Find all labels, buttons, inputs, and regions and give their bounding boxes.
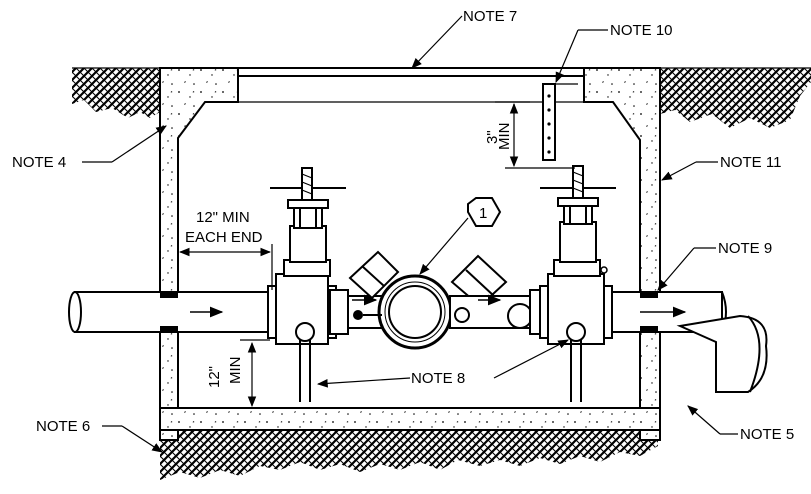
- note-11-label: NOTE 11: [720, 154, 781, 171]
- dim-12-bottom-value: 12": [206, 366, 223, 388]
- dim-12-each-end-line1: 12" MIN: [196, 209, 250, 226]
- note-7-label: NOTE 7: [463, 8, 517, 25]
- note-4-label: NOTE 4: [12, 154, 66, 171]
- dim-3-unit: MIN: [496, 123, 513, 151]
- vault-structure: [159, 67, 661, 441]
- backflow-assembly: [329, 250, 543, 350]
- note-9-label: NOTE 9: [718, 240, 772, 257]
- dimension-3-min: [495, 101, 575, 169]
- inlet-pipe: [68, 291, 274, 333]
- soil-left: [72, 68, 160, 118]
- note-10-label: NOTE 10: [610, 22, 673, 39]
- dimension-12-each-end: [178, 244, 273, 290]
- leader-lines: [82, 15, 738, 453]
- dimension-12-min-bottom: [240, 339, 270, 408]
- soil-bottom: [160, 430, 658, 480]
- right-gate-valve: [539, 165, 616, 402]
- vent-stake: [542, 83, 578, 161]
- dim-12-each-end-line2: EACH END: [185, 229, 263, 246]
- callout-hexagon: [419, 197, 502, 275]
- soil-right: [660, 68, 811, 128]
- dim-3-value: 3": [484, 130, 501, 144]
- callout-number: 1: [479, 205, 487, 222]
- outlet-pipe: [611, 291, 768, 393]
- note-5-label: NOTE 5: [740, 426, 794, 443]
- dim-12-bottom-unit: MIN: [227, 357, 244, 385]
- note-6-label: NOTE 6: [36, 418, 90, 435]
- note-8-label: NOTE 8: [411, 370, 465, 387]
- left-gate-valve: [267, 167, 346, 402]
